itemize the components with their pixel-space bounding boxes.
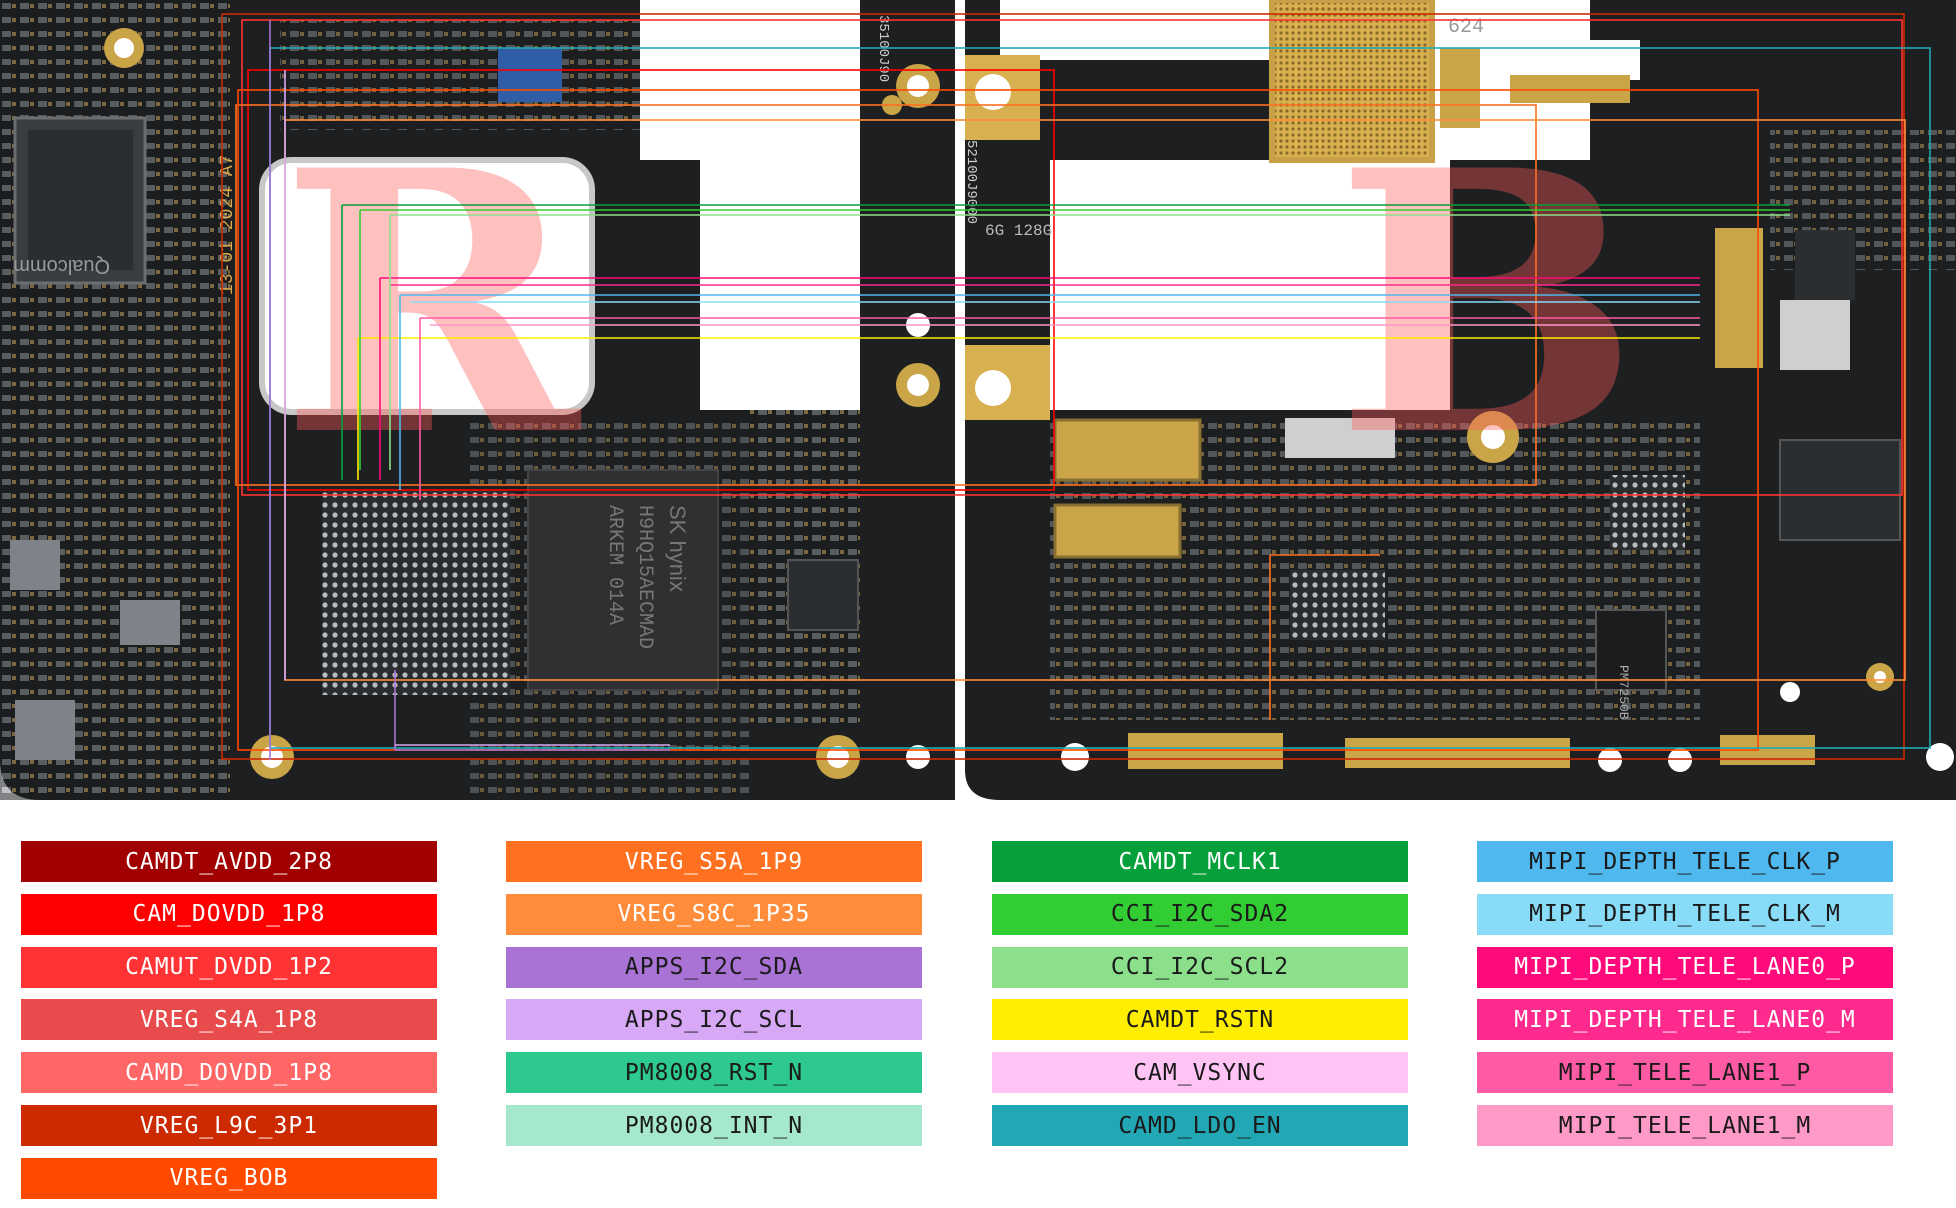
legend-item-pm8008-int-n: PM8008_INT_N (506, 1105, 922, 1146)
chip-label-sk-hynix: SK hynix (665, 505, 690, 592)
signal-traces (221, 13, 1931, 760)
chip-label-part: H9HQ15AECMAD (633, 505, 656, 649)
legend-item-vreg-bob: VREG_BOB (21, 1157, 437, 1199)
legend-item-mipi-depth-tele-clk-p: MIPI_DEPTH_TELE_CLK_P (1477, 841, 1893, 882)
pcb-svg: R B SK hynix H9HQ15AECMAD ARKEM 014A Qua… (0, 0, 1956, 800)
chip-label-lot: ARKEM 014A (603, 505, 626, 625)
legend-item-apps-i2c-sda: APPS_I2C_SDA (506, 946, 922, 988)
legend-item-mipi-depth-tele-lane0-p: MIPI_DEPTH_TELE_LANE0_P (1477, 946, 1893, 988)
pcb-board-photo: R B SK hynix H9HQ15AECMAD ARKEM 014A Qua… (0, 0, 1956, 800)
legend-item-vreg-l9c-3p1: VREG_L9C_3P1 (21, 1105, 437, 1146)
pcb-date-label: 13-01 2024 A7 (218, 155, 238, 295)
legend-item-camd-dovdd-1p8: CAMD_DOVDD_1P8 (21, 1052, 437, 1094)
legend-item-mipi-tele-lane1-m: MIPI_TELE_LANE1_M (1477, 1105, 1893, 1146)
legend-item-camut-dvdd-1p2: CAMUT_DVDD_1P2 (21, 946, 437, 988)
legend-item-camdt-rstn: CAMDT_RSTN (992, 999, 1408, 1041)
legend-item-pm8008-rst-n: PM8008_RST_N (506, 1052, 922, 1094)
qualcomm-label: Qualcomm (13, 255, 110, 277)
pm-chip-label: PM7250B (1616, 665, 1631, 720)
legend-item-cam-dovdd-1p8: CAM_DOVDD_1P8 (21, 893, 437, 935)
svg-text:B: B (1335, 92, 1639, 515)
legend-item-vreg-s8c-1p35: VREG_S8C_1P35 (506, 893, 922, 935)
legend-item-apps-i2c-scl: APPS_I2C_SCL (506, 999, 922, 1041)
legend-item-mipi-depth-tele-lane0-m: MIPI_DEPTH_TELE_LANE0_M (1477, 999, 1893, 1041)
legend-item-mipi-depth-tele-clk-m: MIPI_DEPTH_TELE_CLK_M (1477, 893, 1893, 935)
legend-item-cci-i2c-sda2: CCI_I2C_SDA2 (992, 893, 1408, 935)
legend-item-vreg-s5a-1p9: VREG_S5A_1P9 (506, 841, 922, 882)
pcb-code-right: 624 (1448, 16, 1484, 39)
svg-text:R: R (280, 92, 584, 515)
legend-item-cci-i2c-scl2: CCI_I2C_SCL2 (992, 946, 1408, 988)
legend-item-camdt-avdd-2p8: CAMDT_AVDD_2P8 (21, 841, 437, 882)
legend-item-mipi-tele-lane1-p: MIPI_TELE_LANE1_P (1477, 1052, 1893, 1094)
legend-item-camd-ldo-en: CAMD_LDO_EN (992, 1105, 1408, 1146)
legend-item-cam-vsync: CAM_VSYNC (992, 1052, 1408, 1094)
legend-item-camdt-mclk1: CAMDT_MCLK1 (992, 841, 1408, 882)
board-code-right: 52100J9000 (963, 140, 979, 224)
legend-item-vreg-s4a-1p8: VREG_S4A_1P8 (21, 999, 437, 1041)
memory-size-label: 6G 128G (985, 222, 1052, 240)
